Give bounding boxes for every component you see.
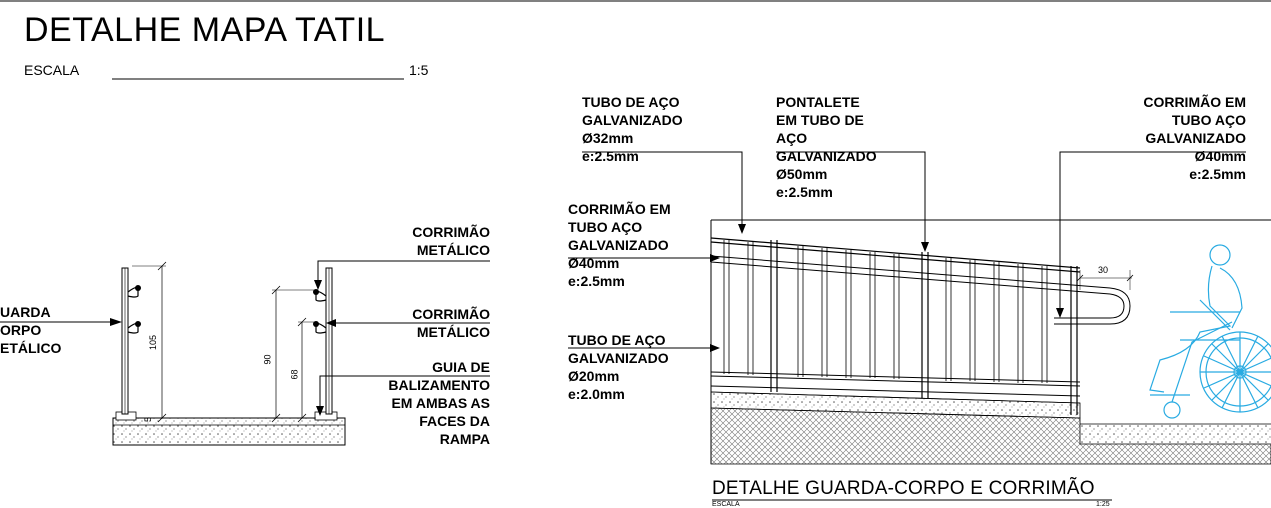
callout-tubo-32: TUBO DE AÇO GALVANIZADO Ø32mm e:2.5mm [582, 93, 683, 165]
dim-90: 90 [262, 354, 273, 365]
section-scale-label: ESCALA [712, 501, 740, 508]
callout-line: TUBO DE AÇO [568, 332, 666, 348]
page-title: DETALHE MAPA TATIL [24, 11, 386, 49]
callout-corrimao-2: CORRIMÃO METÁLICO [380, 305, 490, 341]
callout-line: CORRIMÃO [412, 224, 490, 240]
callout-line: Ø32mm [582, 130, 634, 146]
callout-line: CORRIMÃO EM [1143, 94, 1246, 110]
callout-line: e:2.5mm [582, 148, 639, 164]
callout-line: EM TUBO DE [776, 112, 864, 128]
wheelchair-user-figure [1149, 244, 1271, 419]
callout-line: ORPO [0, 322, 42, 338]
callout-line: TUBO DE AÇO [582, 94, 680, 110]
left-section-drawing [0, 260, 490, 446]
callout-line: CORRIMÃO EM [568, 201, 671, 217]
section-scale-value: 1:25 [1096, 501, 1110, 508]
dim-105: 105 [148, 334, 159, 351]
base-slab [112, 417, 346, 446]
callout-line: TUBO AÇO [568, 219, 643, 235]
callout-corrimao-left: CORRIMÃO EM TUBO AÇO GALVANIZADO Ø40mm e… [568, 200, 671, 290]
callout-line: Ø50mm [776, 166, 828, 182]
callout-tubo-20: TUBO DE AÇO GALVANIZADO Ø20mm e:2.0mm [568, 331, 669, 403]
callout-line: Ø20mm [568, 368, 620, 384]
callout-line: UARDA [0, 304, 51, 320]
callout-line: EM AMBAS AS [391, 395, 490, 411]
callout-line: RAMPA [439, 431, 490, 447]
callout-line: TUBO AÇO [1171, 112, 1246, 128]
section-title: DETALHE GUARDA-CORPO E CORRIMÃO [712, 478, 1095, 499]
dim-68: 68 [289, 369, 300, 380]
callout-line: e:2.5mm [776, 184, 833, 200]
callout-line: e:2.5mm [1189, 166, 1246, 182]
callout-corrimao-1: CORRIMÃO METÁLICO [380, 223, 490, 259]
callout-guarda-corpo: UARDA ORPO ETÁLICO [0, 303, 61, 357]
callout-line: Ø40mm [568, 255, 620, 271]
callout-corrimao-right: CORRIMÃO EM TUBO AÇO GALVANIZADO Ø40mm e… [1096, 93, 1246, 183]
callout-line: CORRIMÃO [412, 306, 490, 322]
callout-line: BALIZAMENTO [388, 377, 490, 393]
callout-line: GUIA DE [432, 359, 490, 375]
dim-5: 5 [143, 416, 154, 423]
callout-guia-balizamento: GUIA DE BALIZAMENTO EM AMBAS AS FACES DA… [340, 358, 490, 448]
callout-line: AÇO [776, 130, 808, 146]
callout-line: PONTALETE [776, 94, 860, 110]
callout-line: METÁLICO [416, 242, 490, 258]
callout-line: GALVANIZADO [1145, 130, 1246, 146]
callout-line: GALVANIZADO [568, 350, 669, 366]
dim-30: 30 [1098, 265, 1109, 275]
callout-line: Ø40mm [1194, 148, 1246, 164]
right-section-drawing [568, 151, 1271, 501]
callout-line: e:2.5mm [568, 273, 625, 289]
callout-line: GALVANIZADO [776, 148, 877, 164]
callout-line: METÁLICO [416, 324, 490, 340]
callout-line: FACES DA [419, 413, 490, 429]
callout-line: ETÁLICO [0, 340, 62, 356]
callout-pontalete: PONTALETE EM TUBO DE AÇO GALVANIZADO Ø50… [776, 93, 877, 201]
callout-line: GALVANIZADO [582, 112, 683, 128]
scale-value: 1:5 [409, 62, 429, 78]
callout-line: GALVANIZADO [568, 237, 669, 253]
callout-line: e:2.0mm [568, 386, 625, 402]
scale-label: ESCALA [24, 62, 80, 78]
